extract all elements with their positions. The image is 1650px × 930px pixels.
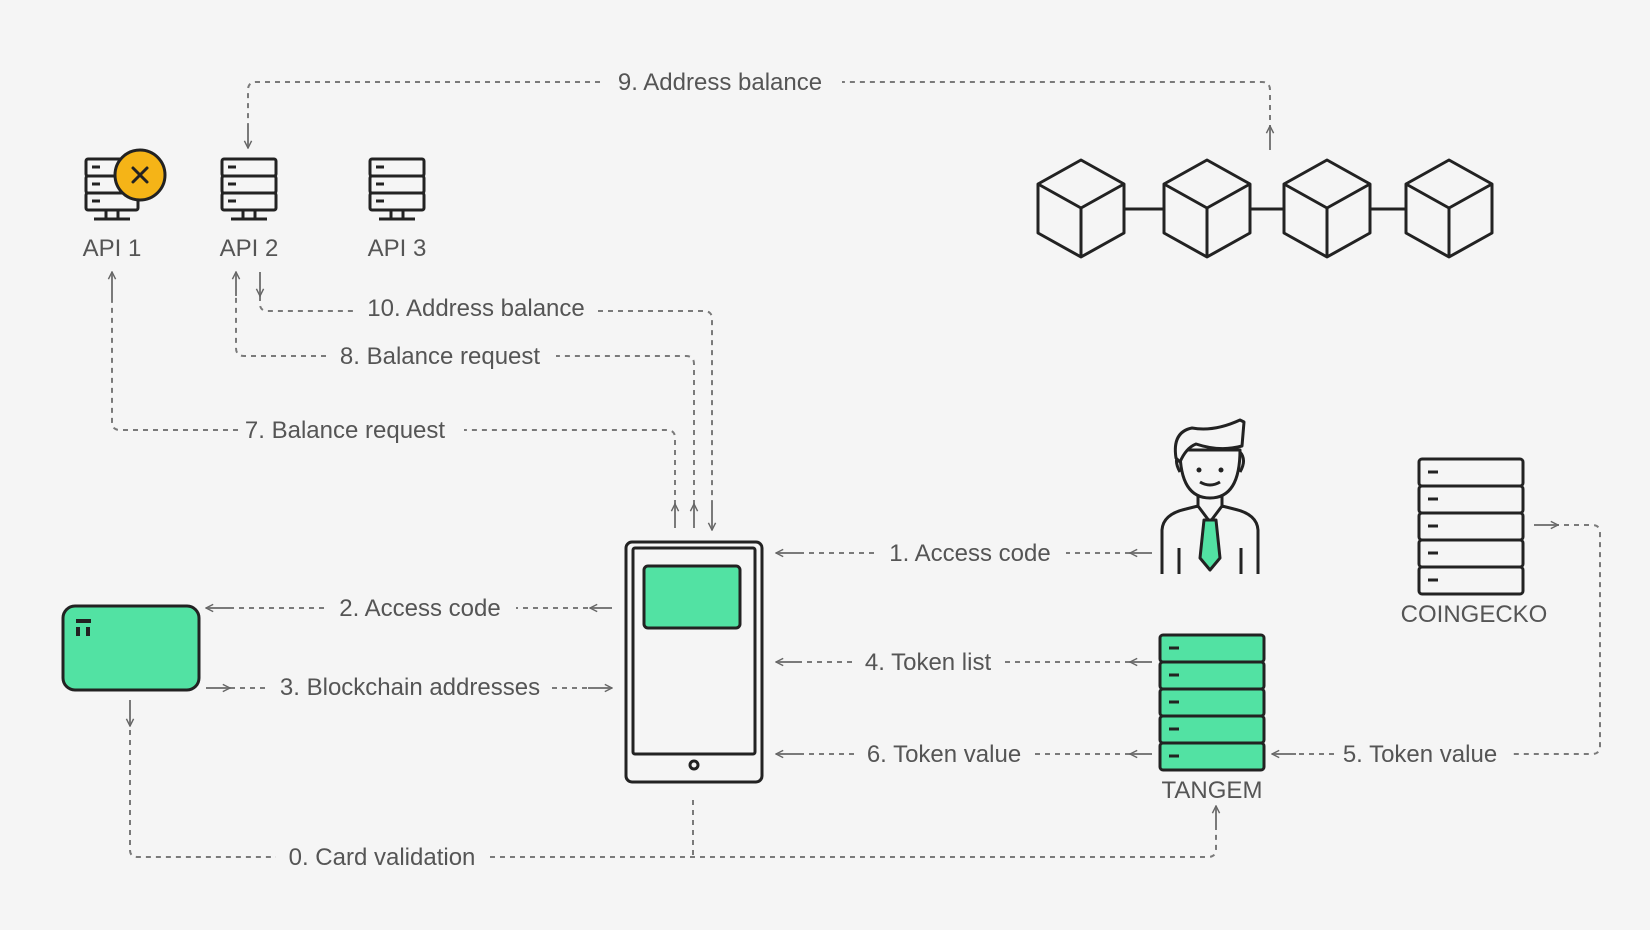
block-cube-icon xyxy=(1162,158,1252,259)
step-label-1: 1. Access code xyxy=(889,540,1050,567)
block-cube-icon xyxy=(1282,158,1372,259)
tangem-label: TANGEM xyxy=(1162,777,1263,804)
block-cube-icon xyxy=(1404,158,1494,259)
tangem-card-node xyxy=(61,604,201,692)
connector-10-address-balance xyxy=(260,272,712,530)
server-stack-icon xyxy=(1158,633,1266,772)
step-label-9: 9. Address balance xyxy=(618,69,822,96)
api-3-node: API 3 xyxy=(368,157,427,262)
connector-0-card-validation xyxy=(130,700,1216,858)
step-label-6: 6. Token value xyxy=(867,741,1021,768)
block-cube-icon xyxy=(1036,158,1126,259)
step-label-0: 0. Card validation xyxy=(289,844,476,871)
server-icon xyxy=(368,157,426,221)
step-label-2: 2. Access code xyxy=(339,595,500,622)
card-icon xyxy=(61,604,201,692)
step-label-7: 7. Balance request xyxy=(245,417,445,444)
user-icon xyxy=(1160,418,1260,574)
connector-9-address-balance xyxy=(248,81,1270,150)
api-3-label: API 3 xyxy=(368,235,427,262)
api-2-node: API 2 xyxy=(220,157,279,262)
api-1-label: API 1 xyxy=(83,235,142,262)
step-label-4: 4. Token list xyxy=(865,649,992,676)
tangem-server-node: TANGEM xyxy=(1158,633,1266,804)
close-icon xyxy=(113,148,167,202)
phone-app-node xyxy=(624,540,764,784)
connector-5-token-value xyxy=(1272,525,1601,754)
step-label-8: 8. Balance request xyxy=(340,343,540,370)
step-label-5: 5. Token value xyxy=(1343,741,1497,768)
user-node xyxy=(1160,418,1260,574)
step-label-3: 3. Blockchain addresses xyxy=(280,674,540,701)
connector-8-balance-request xyxy=(236,272,694,528)
connector-7-balance-request xyxy=(112,272,675,528)
step-label-10: 10. Address balance xyxy=(367,295,585,322)
server-icon xyxy=(220,157,278,221)
blockchain-node xyxy=(1036,158,1494,259)
server-stack-icon xyxy=(1417,457,1525,596)
coingecko-node: COINGECKO xyxy=(1401,457,1548,628)
phone-icon xyxy=(624,540,764,784)
api-1-node: API 1 xyxy=(83,148,167,262)
coingecko-label: COINGECKO xyxy=(1401,601,1548,628)
api-2-label: API 2 xyxy=(220,235,279,262)
